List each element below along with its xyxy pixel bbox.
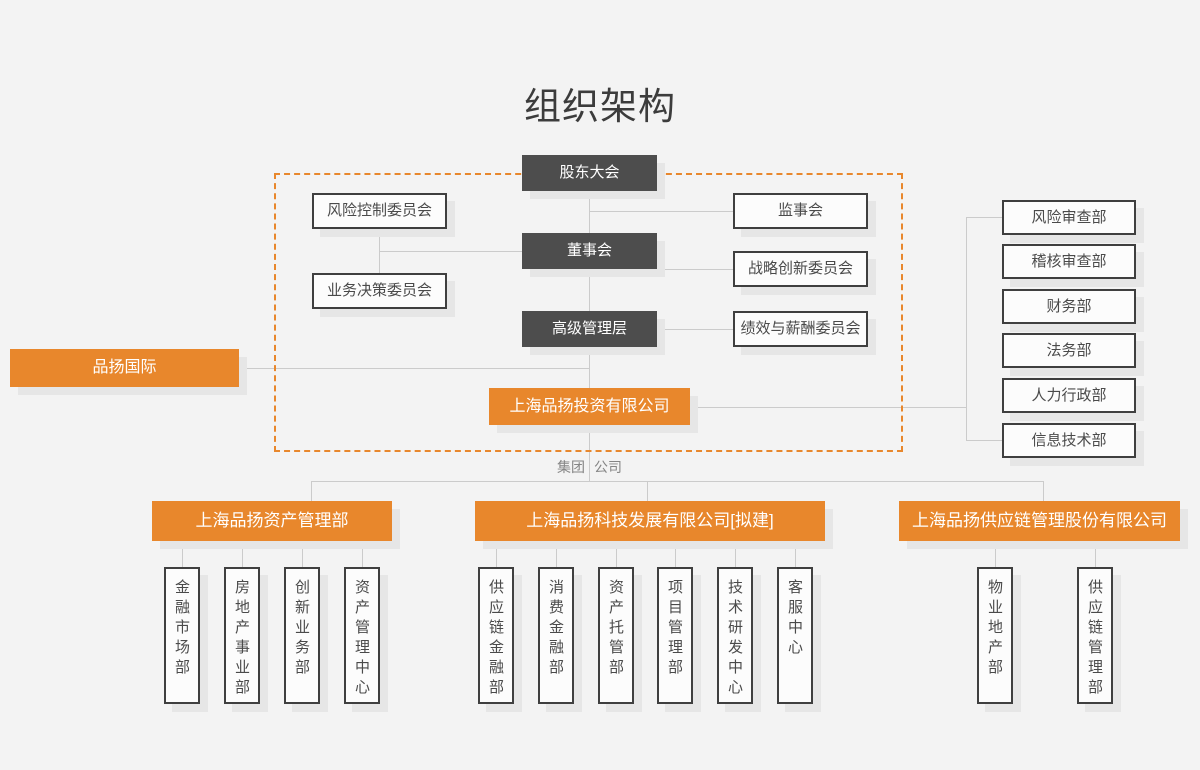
vertical-dept-node: 金融市场部 — [164, 567, 200, 704]
connector-line — [589, 211, 733, 212]
connector-line — [589, 348, 590, 388]
node-pinyang-international: 品扬国际 — [10, 349, 239, 387]
connector-line — [239, 368, 589, 369]
connector-line — [302, 541, 303, 567]
node-supervisory-board: 监事会 — [733, 193, 868, 229]
node-subsidiary-tech-development: 上海品扬科技发展有限公司[拟建] — [475, 501, 825, 541]
connector-line — [995, 541, 996, 567]
connector-line — [735, 541, 736, 567]
node-performance-compensation-committee: 绩效与薪酬委员会 — [733, 311, 868, 347]
node-dept-legal: 法务部 — [1002, 333, 1136, 368]
vertical-dept-node: 创新业务部 — [284, 567, 320, 704]
vertical-dept-node: 房地产事业部 — [224, 567, 260, 704]
connector-line — [657, 329, 733, 330]
connector-line — [657, 269, 733, 270]
connector-line — [362, 541, 363, 567]
vertical-dept-node: 消费金融部 — [538, 567, 574, 704]
connector-line — [379, 251, 522, 252]
vertical-dept-node: 供应链金融部 — [478, 567, 514, 704]
connector-line — [795, 541, 796, 567]
page-title: 组织架构 — [524, 86, 676, 127]
connector-line — [675, 541, 676, 567]
node-business-decision-committee: 业务决策委员会 — [312, 273, 447, 309]
connector-line — [556, 541, 557, 567]
connector-line — [496, 541, 497, 567]
connector-line — [589, 425, 590, 481]
node-senior-management: 高级管理层 — [522, 311, 657, 347]
node-risk-control-committee: 风险控制委员会 — [312, 193, 447, 229]
boundary-label-company: 公司 — [594, 459, 622, 475]
vertical-dept-node: 供应链管理部 — [1077, 567, 1113, 704]
boundary-label-group: 集团 — [557, 459, 585, 475]
vertical-dept-node: 资产管理中心 — [344, 567, 380, 704]
vertical-dept-node: 技术研发中心 — [717, 567, 753, 704]
connector-line — [1043, 481, 1044, 501]
connector-line — [647, 481, 648, 501]
node-dept-finance: 财务部 — [1002, 289, 1136, 324]
vertical-dept-node: 项目管理部 — [657, 567, 693, 704]
node-dept-it: 信息技术部 — [1002, 423, 1136, 458]
connector-line — [966, 440, 1002, 441]
vertical-dept-node: 资产托管部 — [598, 567, 634, 704]
vertical-dept-node: 物业地产部 — [977, 567, 1013, 704]
node-strategy-innovation-committee: 战略创新委员会 — [733, 251, 868, 287]
connector-line — [966, 217, 1002, 218]
node-dept-audit-review: 稽核审查部 — [1002, 244, 1136, 279]
connector-line — [690, 407, 966, 408]
connector-line — [311, 481, 312, 501]
node-parent-company: 上海品扬投资有限公司 — [489, 388, 690, 425]
connector-line — [1095, 541, 1096, 567]
connector-line — [616, 541, 617, 567]
connector-line — [242, 541, 243, 567]
node-shareholders-meeting: 股东大会 — [522, 155, 657, 191]
node-board-of-directors: 董事会 — [522, 233, 657, 269]
node-dept-risk-review: 风险审查部 — [1002, 200, 1136, 235]
connector-line — [966, 217, 967, 441]
node-subsidiary-supply-chain: 上海品扬供应链管理股份有限公司 — [899, 501, 1180, 541]
vertical-dept-node: 客服中心 — [777, 567, 813, 704]
connector-line — [589, 191, 590, 233]
connector-line — [311, 481, 1044, 482]
connector-line — [589, 269, 590, 311]
node-dept-hr-admin: 人力行政部 — [1002, 378, 1136, 413]
node-subsidiary-asset-management: 上海品扬资产管理部 — [152, 501, 392, 541]
connector-line — [182, 541, 183, 567]
